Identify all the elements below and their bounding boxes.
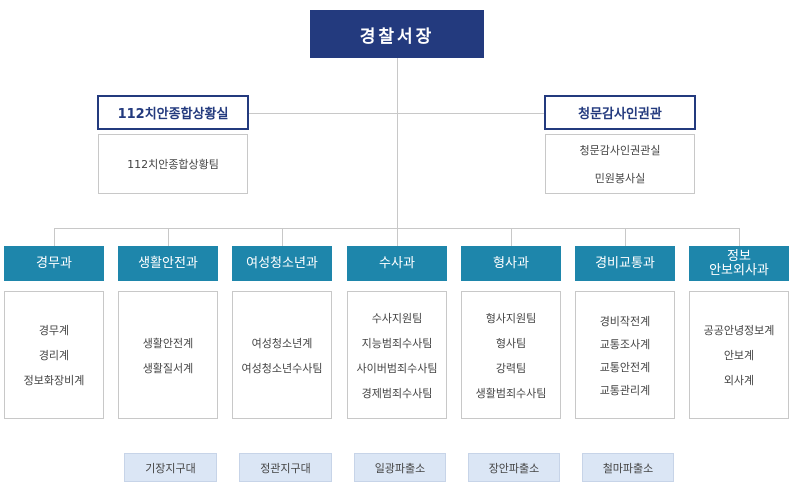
dept-item: 여성청소년계	[251, 336, 313, 350]
dept-title: 경비교통과	[595, 255, 655, 271]
dept-item: 경리계	[38, 349, 70, 362]
dept-connector	[739, 228, 740, 246]
office-item: 민원봉사실	[594, 172, 646, 185]
dept-item: 공공안녕정보계	[703, 324, 775, 337]
dept-title: 생활안전과	[138, 255, 198, 271]
chief-box[interactable]: 경찰서장	[310, 10, 484, 58]
dept-connector	[168, 228, 169, 246]
dept-item: 외사계	[723, 374, 755, 387]
dept-title-line: 안보외사과	[709, 262, 769, 278]
substation-label: 일광파출소	[374, 461, 426, 475]
substation-label: 장안파출소	[488, 461, 540, 475]
substation-label: 정관지구대	[260, 461, 311, 475]
dept-body-investigation: 수사지원팀 지능범죄수사팀 사이버범죄수사팀 경제범죄수사팀	[347, 291, 447, 419]
dept-item: 정보화장비계	[23, 374, 85, 387]
dept-header-security-traffic[interactable]: 경비교통과	[575, 246, 675, 281]
dept-item: 형사팀	[495, 336, 527, 350]
dept-item: 지능범죄수사팀	[361, 336, 433, 350]
dept-item: 강력팀	[495, 361, 527, 375]
substation-box[interactable]: 장안파출소	[468, 453, 560, 482]
dept-item: 여성청소년수사팀	[241, 361, 323, 375]
substation-label: 기장지구대	[145, 461, 196, 475]
office-title: 청문감사인권관	[578, 107, 662, 122]
office-item: 112치안종합상황팀	[127, 158, 219, 171]
dept-title: 경무과	[36, 255, 72, 271]
dept-item: 사이버범죄수사팀	[356, 361, 438, 375]
dept-body-security-traffic: 경비작전계 교통조사계 교통안전계 교통관리계	[575, 291, 675, 419]
dept-connector	[54, 228, 55, 246]
dept-title-line: 정보	[727, 248, 751, 264]
dept-item: 경제범죄수사팀	[361, 386, 433, 400]
office-inspection-header[interactable]: 청문감사인권관	[544, 95, 696, 130]
office-horizontal-line	[249, 113, 545, 114]
dept-header-general-affairs[interactable]: 경무과	[4, 246, 104, 281]
office-title: 112치안종합상황실	[117, 107, 229, 122]
chief-label: 경찰서장	[359, 26, 435, 47]
office-112-body: 112치안종합상황팀	[98, 134, 248, 194]
dept-item: 수사지원팀	[371, 311, 423, 325]
dept-body-intelligence: 공공안녕정보계 안보계 외사계	[689, 291, 789, 419]
substation-box[interactable]: 기장지구대	[124, 453, 217, 482]
substation-box[interactable]: 일광파출소	[354, 453, 446, 482]
dept-item: 경비작전계	[599, 314, 651, 328]
substation-box[interactable]: 정관지구대	[239, 453, 332, 482]
dept-item: 안보계	[723, 349, 755, 362]
office-item: 청문감사인권관실	[579, 144, 661, 157]
dept-item: 교통관리계	[599, 383, 651, 397]
dept-title: 형사과	[493, 255, 529, 271]
dept-header-criminal[interactable]: 형사과	[461, 246, 561, 281]
dept-header-intelligence[interactable]: 정보 안보외사과	[689, 246, 789, 281]
dept-item: 생활안전계	[142, 336, 194, 350]
dept-body-general-affairs: 경무계 경리계 정보화장비계	[4, 291, 104, 419]
dept-body-criminal: 형사지원팀 형사팀 강력팀 생활범죄수사팀	[461, 291, 561, 419]
dept-item: 교통안전계	[599, 360, 651, 374]
dept-body-women-youth: 여성청소년계 여성청소년수사팀	[232, 291, 332, 419]
dept-item: 생활범죄수사팀	[475, 386, 547, 400]
dept-item: 경무계	[38, 324, 70, 337]
substation-label: 철마파출소	[602, 461, 654, 475]
substation-box[interactable]: 철마파출소	[582, 453, 674, 482]
dept-title: 여성청소년과	[246, 255, 318, 271]
dept-header-women-youth[interactable]: 여성청소년과	[232, 246, 332, 281]
office-112-header[interactable]: 112치안종합상황실	[97, 95, 249, 130]
dept-connector	[397, 228, 398, 246]
chief-vertical-line	[397, 58, 398, 228]
dept-header-investigation[interactable]: 수사과	[347, 246, 447, 281]
dept-item: 교통조사계	[599, 337, 651, 351]
dept-item: 생활질서계	[142, 361, 194, 375]
dept-body-community-safety: 생활안전계 생활질서계	[118, 291, 218, 419]
office-inspection-body: 청문감사인권관실 민원봉사실	[545, 134, 695, 194]
dept-connector	[625, 228, 626, 246]
dept-header-community-safety[interactable]: 생활안전과	[118, 246, 218, 281]
dept-item: 형사지원팀	[485, 311, 537, 325]
dept-title: 수사과	[379, 255, 415, 271]
dept-connector	[511, 228, 512, 246]
dept-connector	[282, 228, 283, 246]
